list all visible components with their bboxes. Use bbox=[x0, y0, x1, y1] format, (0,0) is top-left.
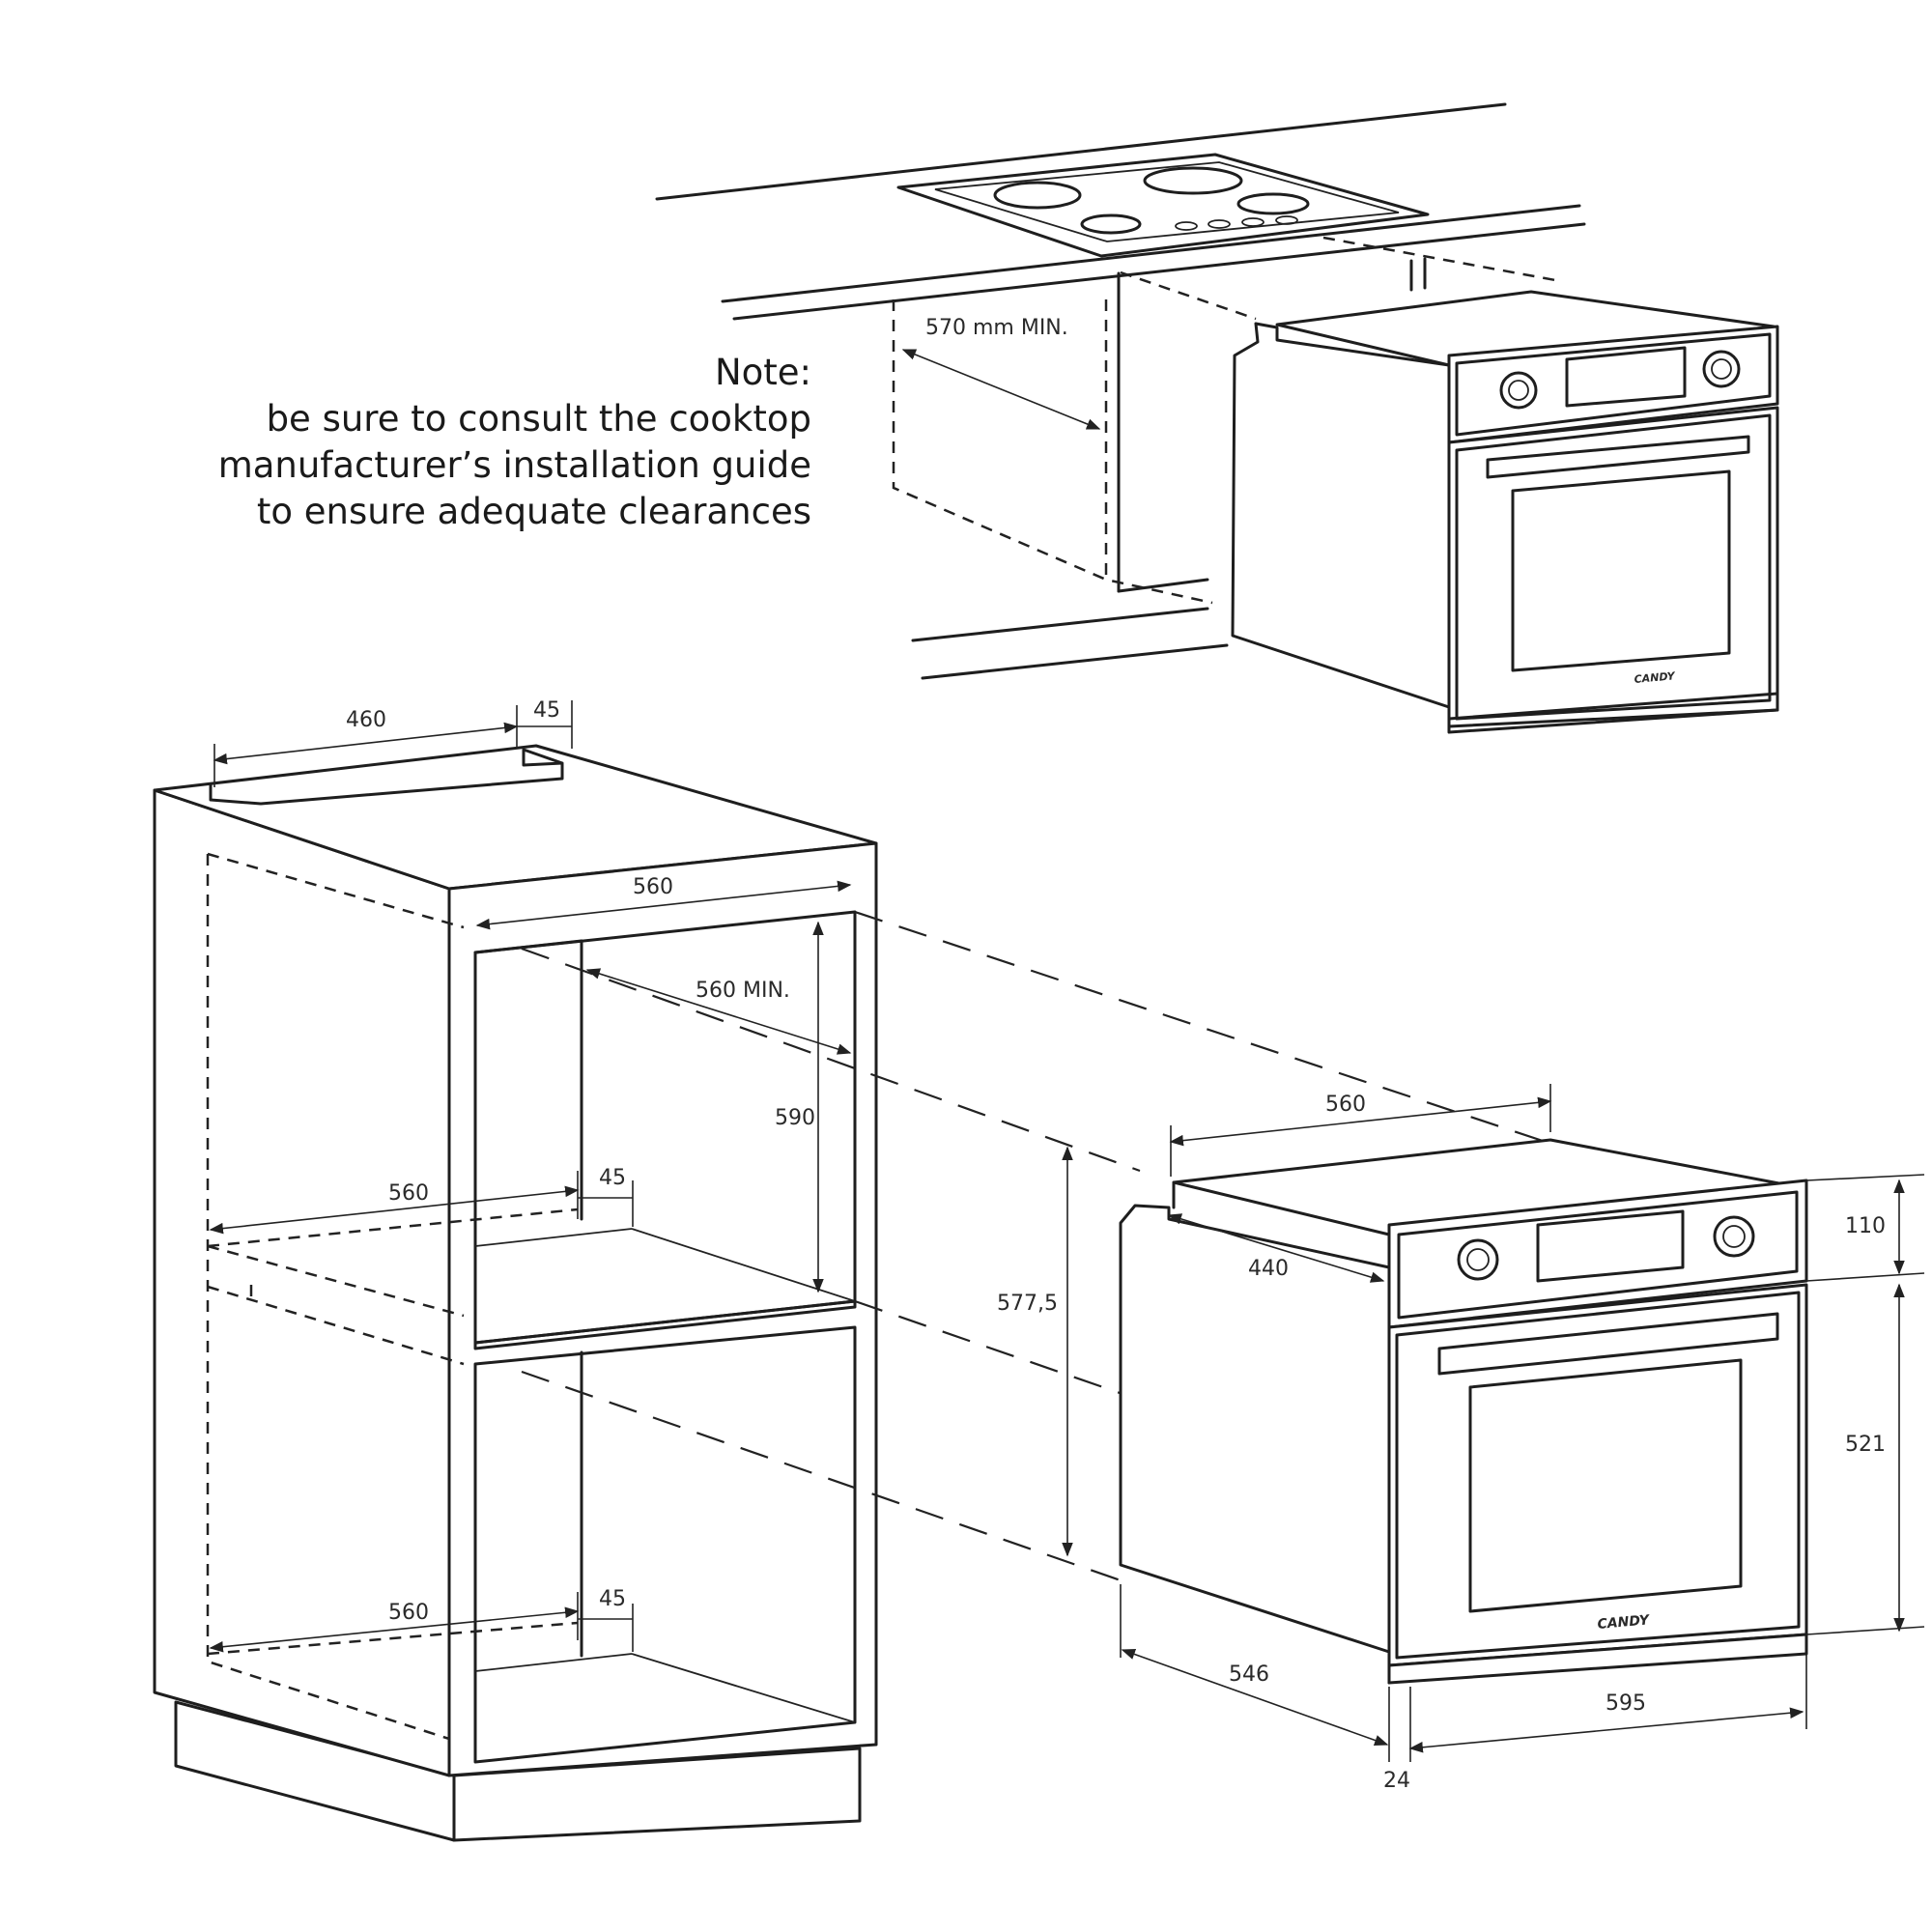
dim-560-shelf2: 560 bbox=[388, 1601, 429, 1625]
dim-460: 460 bbox=[346, 708, 386, 732]
dim-45-shelf1: 45 bbox=[599, 1166, 626, 1190]
dim-595: 595 bbox=[1605, 1691, 1646, 1716]
dim-560-oven-width: 560 bbox=[1325, 1093, 1366, 1117]
cooktop bbox=[896, 153, 1430, 258]
dim-521: 521 bbox=[1845, 1433, 1886, 1457]
dim-560-shelf1: 560 bbox=[388, 1181, 429, 1206]
oven-top-brand-logo: CANDY bbox=[1634, 669, 1676, 686]
dim-590: 590 bbox=[775, 1106, 815, 1130]
dim-45-shelf2: 45 bbox=[599, 1587, 626, 1611]
dim-45-top: 45 bbox=[533, 698, 560, 723]
note-heading: Note: bbox=[714, 352, 811, 393]
dim-577-5: 577,5 bbox=[997, 1292, 1058, 1316]
dim-24: 24 bbox=[1383, 1769, 1410, 1793]
note-line-2: manufacturer’s installation guide bbox=[217, 444, 811, 486]
dim-570-min: 570 mm MIN. bbox=[925, 316, 1068, 340]
dim-560-min: 560 MIN. bbox=[696, 979, 790, 1003]
oven-detail: CANDY 560 440 110 521 546 595 24 bbox=[1119, 1084, 1925, 1793]
dim-546: 546 bbox=[1229, 1662, 1269, 1687]
note-line-1: be sure to consult the cooktop bbox=[266, 398, 811, 440]
dim-110: 110 bbox=[1845, 1214, 1886, 1238]
note-line-3: to ensure adequate clearances bbox=[256, 491, 811, 532]
countertop-scene: 570 mm MIN. CANDY bbox=[655, 102, 1779, 734]
oven-brand-logo: CANDY bbox=[1597, 1612, 1652, 1633]
tall-cabinet: 460 45 560 560 MIN. 590 560 45 560 45 bbox=[153, 698, 878, 1842]
dim-440: 440 bbox=[1248, 1257, 1289, 1281]
dim-560-cabinet-width: 560 bbox=[633, 875, 673, 899]
oven-top-view: CANDY bbox=[1231, 290, 1779, 734]
installation-note: Note: be sure to consult the cooktop man… bbox=[174, 350, 811, 535]
